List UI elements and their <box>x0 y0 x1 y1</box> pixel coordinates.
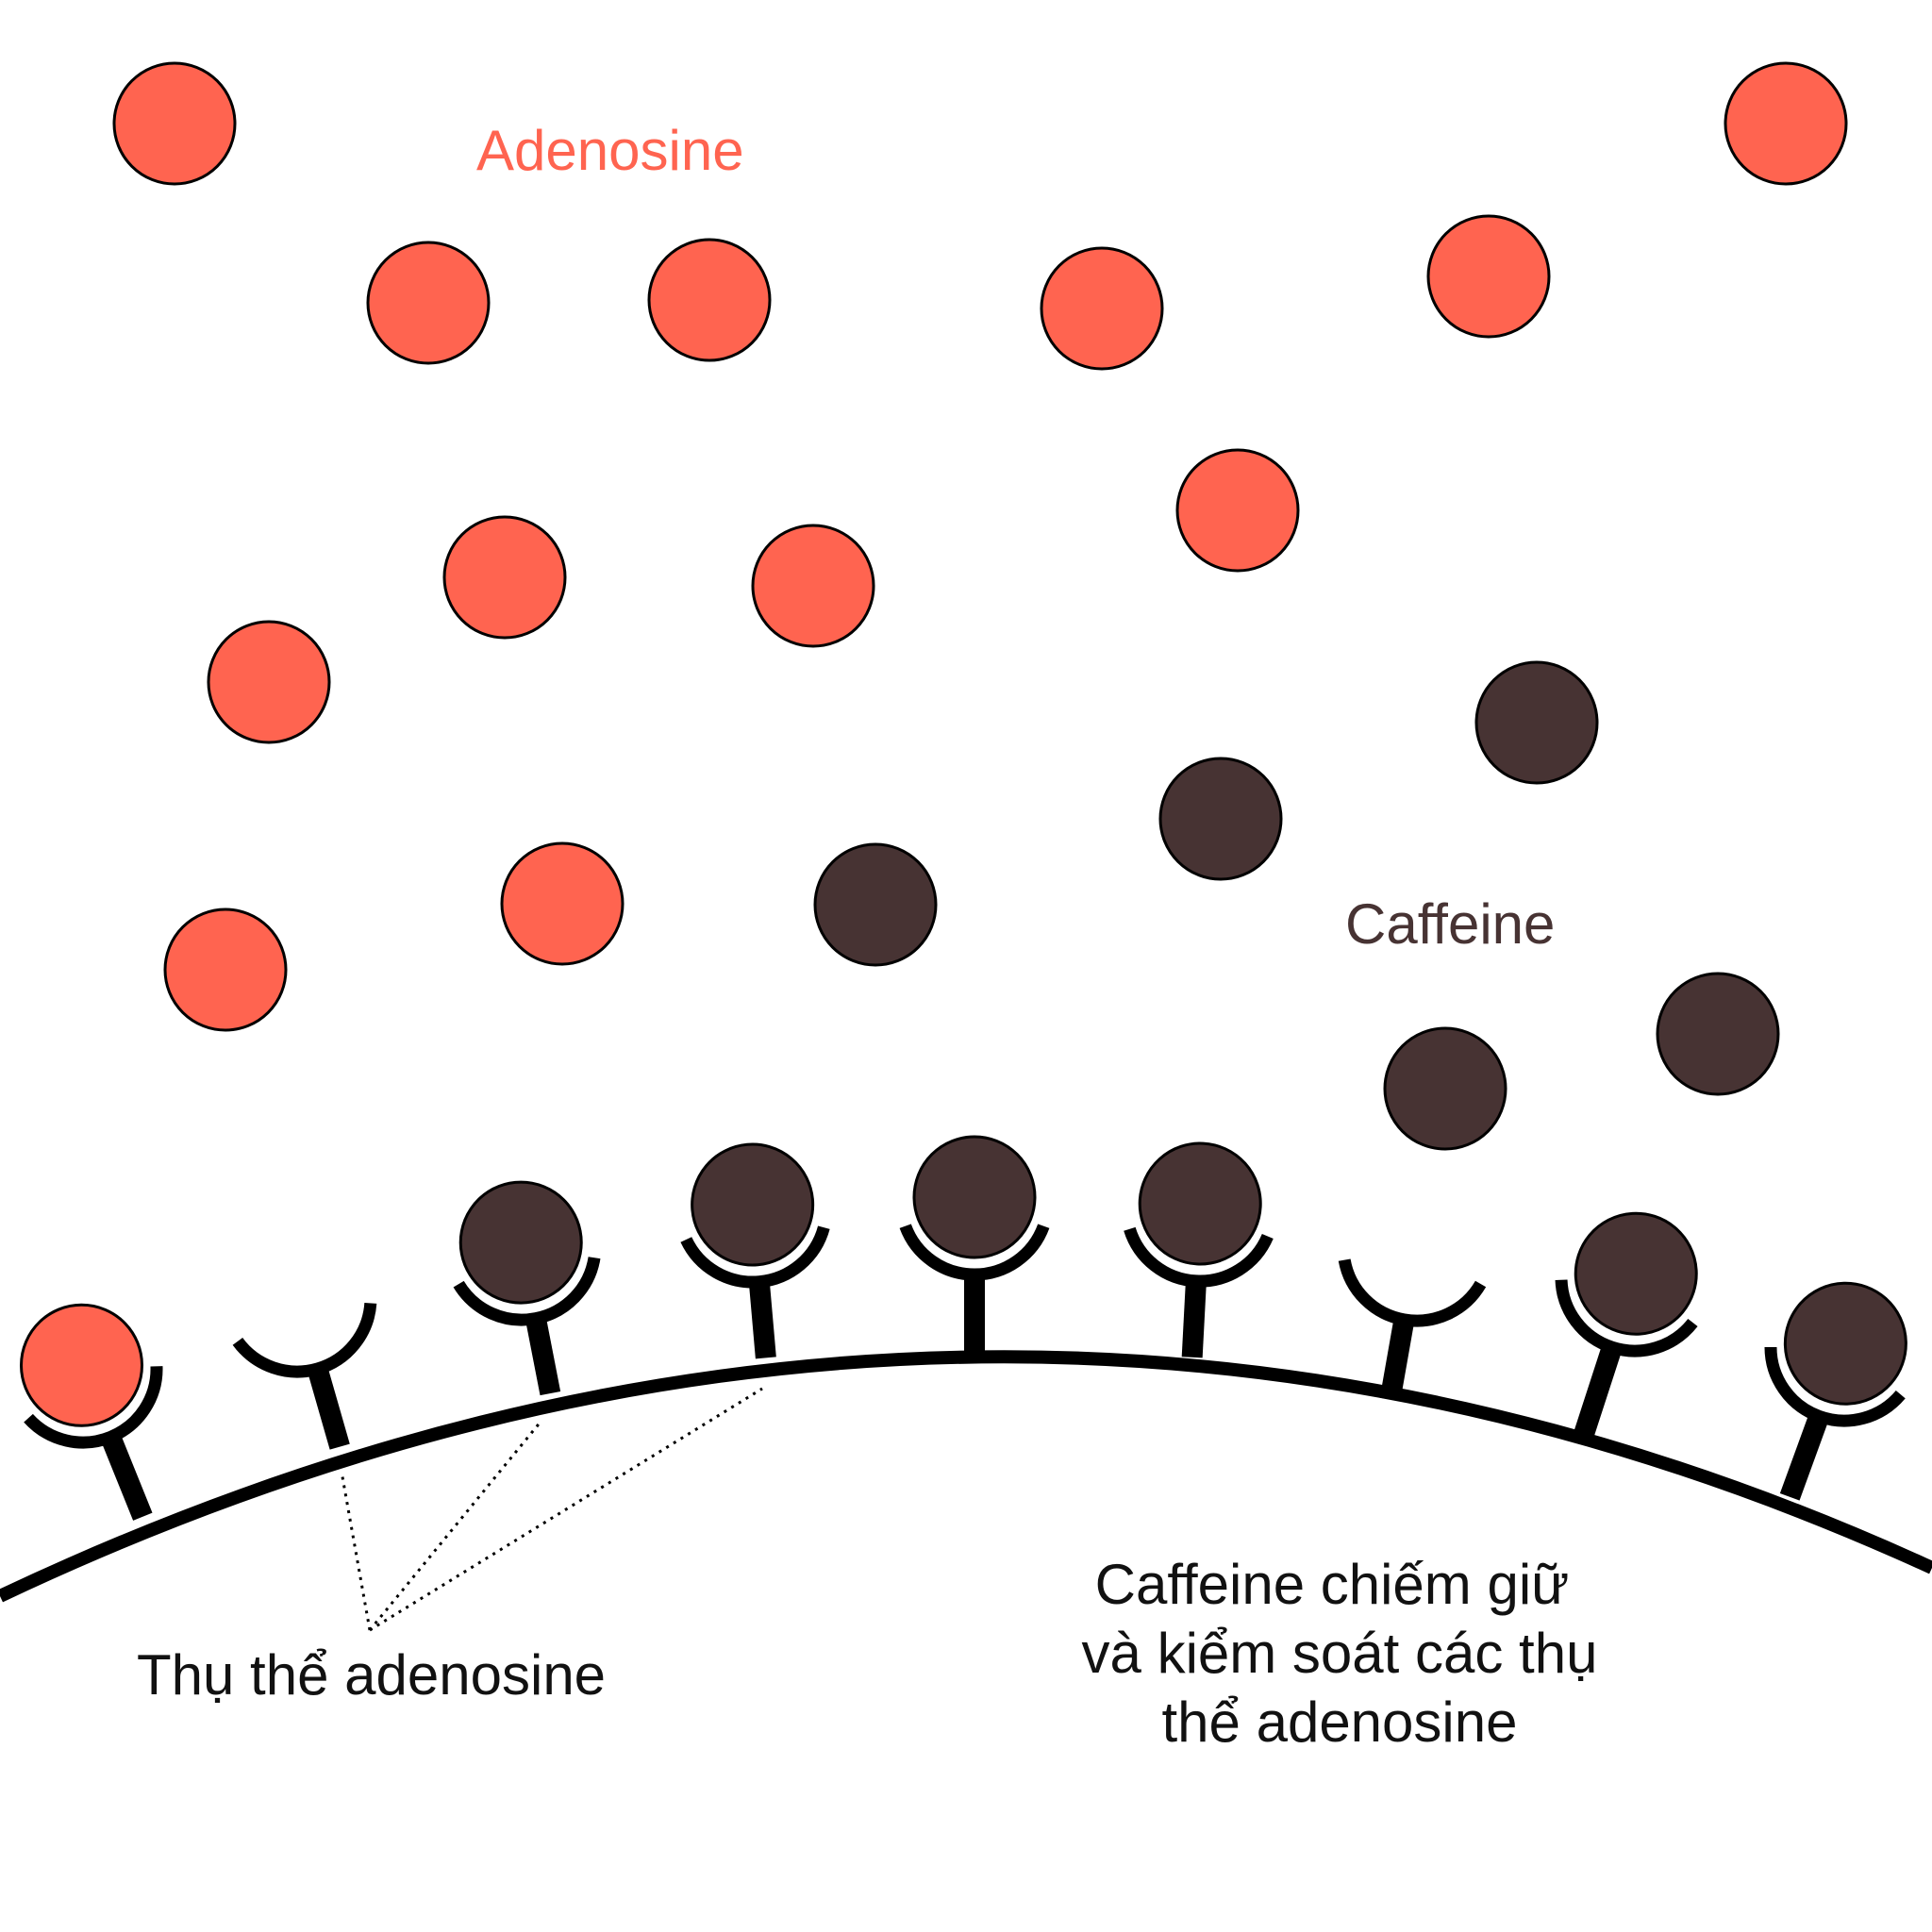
receptor-stalk <box>748 1276 776 1359</box>
adenosine-molecule <box>442 515 567 640</box>
receptor-bound-caffeine <box>1124 1141 1274 1358</box>
receptor-cup <box>1764 1346 1906 1427</box>
adenosine-label: Adenosine <box>476 119 744 182</box>
receptor-bound-caffeine <box>1764 1281 1907 1501</box>
receptor-pointer-lines <box>340 1387 763 1632</box>
receptor-cup <box>232 1302 377 1378</box>
receptor-bound-caffeine <box>680 1142 830 1359</box>
receptor-cup <box>1124 1226 1274 1288</box>
adenosine-receptors <box>20 1135 1907 1521</box>
explanation-line-1: Caffeine chiếm giữ <box>1095 1553 1570 1616</box>
receptor-stalk <box>1779 1408 1831 1501</box>
caffeine-label: Caffeine <box>1345 892 1555 956</box>
adenosine-molecule <box>751 524 875 648</box>
adenosine-molecule <box>112 61 237 186</box>
adenosine-molecule <box>366 241 491 365</box>
adenosine-molecule <box>500 841 625 966</box>
receptor-cup <box>680 1225 830 1289</box>
pointer-line-2 <box>368 1420 543 1631</box>
caffeine-molecule-bound <box>912 1135 1037 1259</box>
receptor-label: Thụ thể adenosine <box>137 1643 606 1707</box>
receptor-stalk <box>964 1271 985 1356</box>
caffeine-molecule-bound <box>458 1180 583 1305</box>
adenosine-molecule <box>647 238 772 362</box>
cell-membrane <box>0 1350 1932 1603</box>
caffeine-molecule <box>1158 757 1283 881</box>
caffeine-molecule-bound <box>1138 1141 1262 1266</box>
free-molecules <box>112 61 1848 1151</box>
adenosine-molecule <box>163 908 288 1032</box>
receptor-cup <box>1555 1279 1698 1357</box>
receptor-stalk <box>306 1362 350 1450</box>
caffeine-molecule <box>813 842 938 967</box>
receptor-cup <box>24 1366 163 1449</box>
receptor-stalk <box>99 1429 153 1521</box>
receptor-bound-caffeine <box>453 1180 601 1396</box>
caffeine-molecule-bound <box>1783 1281 1907 1406</box>
explanation-line-2: và kiểm soát các thụ <box>1082 1622 1598 1685</box>
receptor-bound-adenosine <box>20 1303 163 1521</box>
receptor-cup <box>1338 1258 1487 1327</box>
receptor-stalk <box>525 1312 561 1396</box>
receptor-cup <box>899 1224 1050 1281</box>
receptor-bound-caffeine <box>1555 1211 1698 1437</box>
receptor-empty <box>1338 1258 1487 1402</box>
adenosine-molecule <box>1724 61 1848 186</box>
caffeine-molecule <box>1383 1026 1507 1151</box>
receptor-stalk <box>1574 1340 1624 1437</box>
pointer-line-1 <box>340 1471 372 1631</box>
caffeine-molecule-bound <box>691 1142 815 1267</box>
adenosine-molecule <box>1426 214 1551 339</box>
adenosine-molecule <box>1175 448 1300 573</box>
receptor-stalk <box>1379 1313 1415 1402</box>
caffeine-molecule-bound <box>1574 1211 1698 1336</box>
receptor-cup <box>453 1257 601 1326</box>
receptor-bound-caffeine <box>899 1135 1050 1356</box>
receptor-stalk <box>1181 1276 1208 1358</box>
pointer-line-3 <box>369 1387 763 1632</box>
caffeine-molecule <box>1656 972 1780 1096</box>
adenosine-molecule-bound <box>20 1303 144 1427</box>
caffeine-molecule <box>1474 660 1599 785</box>
adenosine-molecule <box>207 620 331 744</box>
receptor-empty <box>232 1302 377 1450</box>
explanation-line-3: thể adenosine <box>1162 1690 1518 1754</box>
adenosine-molecule <box>1040 246 1164 371</box>
